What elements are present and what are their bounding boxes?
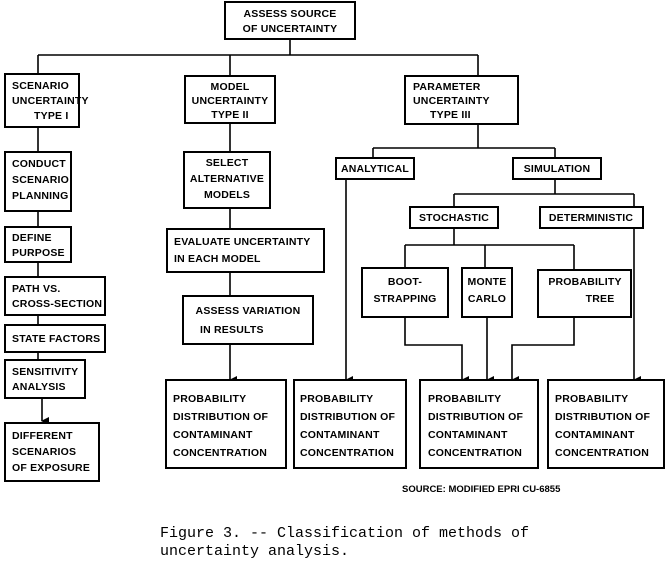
result-line-3: OF EXPOSURE [12, 462, 90, 474]
simulation-node: SIMULATION [512, 157, 602, 180]
analytical-node: ANALYTICAL [335, 157, 415, 180]
model-line-1: MODEL [211, 81, 250, 93]
scenario-step-sensitivity: SENSITIVITY ANALYSIS [4, 359, 86, 399]
step-line: PURPOSE [12, 247, 65, 259]
model-line-3: TYPE II [211, 109, 249, 121]
connector-lines [37, 39, 641, 425]
scenario-result-node: DIFFERENT SCENARIOS OF EXPOSURE [4, 422, 100, 482]
scenario-step-define: DEFINE PURPOSE [4, 226, 72, 263]
step-line: DEFINE [12, 232, 52, 244]
outcome-line: PROBABILITY [300, 393, 373, 405]
outcome-box-stochastic: PROBABILITY DISTRIBUTION OF CONTAMINANT … [419, 379, 539, 469]
outcome-line: CONCENTRATION [428, 447, 522, 459]
monte-carlo-node: MONTE CARLO [461, 267, 513, 318]
model-uncertainty-node: MODEL UNCERTAINTY TYPE II [184, 75, 276, 124]
model-step-assess-variation: ASSESS VARIATION IN RESULTS [182, 295, 314, 345]
root-line-1: ASSESS SOURCE [243, 8, 336, 20]
model-line-2: UNCERTAINTY [192, 95, 269, 107]
outcome-line: CONCENTRATION [173, 447, 267, 459]
result-line-1: DIFFERENT [12, 430, 73, 442]
outcome-line: DISTRIBUTION OF [173, 411, 269, 423]
bootstrapping-node: BOOT- STRAPPING [361, 267, 449, 318]
step-line: SENSITIVITY [12, 366, 78, 378]
root-node: ASSESS SOURCE OF UNCERTAINTY [224, 1, 356, 40]
scenario-line-1: SCENARIO [12, 80, 69, 92]
outcome-line: CONTAMINANT [300, 429, 380, 441]
outcome-line: CONTAMINANT [555, 429, 635, 441]
step-line: EVALUATE UNCERTAINTY [174, 236, 310, 248]
step-line: IN RESULTS [200, 324, 264, 336]
parameter-line-1: PARAMETER [413, 81, 481, 93]
step-line: CROSS-SECTION [12, 298, 102, 310]
outcome-box-deterministic: PROBABILITY DISTRIBUTION OF CONTAMINANT … [547, 379, 665, 469]
step-line: SCENARIO [12, 174, 69, 186]
stochastic-label: STOCHASTIC [419, 212, 489, 224]
outcome-line: CONCENTRATION [300, 447, 394, 459]
outcome-line: PROBABILITY [173, 393, 246, 405]
outcome-line: CONTAMINANT [173, 429, 253, 441]
parameter-line-2: UNCERTAINTY [413, 95, 490, 107]
scenario-step-path: PATH VS. CROSS-SECTION [4, 276, 106, 316]
figure-caption-line-2: uncertainty analysis. [160, 543, 349, 560]
parameter-line-3: TYPE III [430, 109, 471, 121]
model-step-select: SELECT ALTERNATIVE MODELS [183, 151, 271, 209]
simulation-label: SIMULATION [524, 163, 591, 175]
step-line: PATH VS. [12, 283, 60, 295]
parameter-uncertainty-node: PARAMETER UNCERTAINTY TYPE III [404, 75, 519, 125]
probability-tree-line-2: TREE [586, 293, 615, 305]
step-line: MODELS [204, 189, 250, 201]
figure-caption-line-1: Figure 3. -- Classification of methods o… [160, 525, 529, 542]
outcome-box-analytical: PROBABILITY DISTRIBUTION OF CONTAMINANT … [293, 379, 407, 469]
root-line-2: OF UNCERTAINTY [243, 23, 338, 35]
outcome-line: PROBABILITY [428, 393, 501, 405]
deterministic-node: DETERMINISTIC [539, 206, 644, 229]
step-line: IN EACH MODEL [174, 253, 261, 265]
outcome-line: CONTAMINANT [428, 429, 508, 441]
outcome-line: CONCENTRATION [555, 447, 649, 459]
scenario-uncertainty-node: SCENARIO UNCERTAINTY TYPE I [4, 73, 89, 128]
outcome-box-model: PROBABILITY DISTRIBUTION OF CONTAMINANT … [165, 379, 287, 469]
bootstrapping-line-1: BOOT- [388, 276, 423, 288]
step-line: CONDUCT [12, 158, 66, 170]
step-line: ASSESS VARIATION [196, 305, 301, 317]
step-line: PLANNING [12, 190, 68, 202]
monte-carlo-line-1: MONTE [468, 276, 507, 288]
outcome-line: DISTRIBUTION OF [428, 411, 524, 423]
scenario-line-3: TYPE I [34, 110, 68, 122]
scenario-line-2: UNCERTAINTY [12, 95, 89, 107]
analytical-label: ANALYTICAL [341, 163, 409, 175]
deterministic-label: DETERMINISTIC [549, 212, 633, 224]
model-step-evaluate: EVALUATE UNCERTAINTY IN EACH MODEL [166, 228, 325, 273]
step-line: ANALYSIS [12, 381, 66, 393]
scenario-step-conduct: CONDUCT SCENARIO PLANNING [4, 151, 72, 212]
step-line: ALTERNATIVE [190, 173, 264, 185]
scenario-step-state-factors: STATE FACTORS [4, 324, 106, 353]
bootstrapping-line-2: STRAPPING [373, 293, 436, 305]
monte-carlo-line-2: CARLO [468, 293, 506, 305]
outcome-line: DISTRIBUTION OF [300, 411, 396, 423]
probability-tree-line-1: PROBABILITY [548, 276, 621, 288]
source-note: SOURCE: MODIFIED EPRI CU-6855 [402, 484, 561, 495]
result-line-2: SCENARIOS [12, 446, 76, 458]
step-line: SELECT [206, 157, 249, 169]
stochastic-node: STOCHASTIC [409, 206, 499, 229]
outcome-line: DISTRIBUTION OF [555, 411, 651, 423]
outcome-line: PROBABILITY [555, 393, 628, 405]
probability-tree-node: PROBABILITY TREE [537, 269, 632, 318]
step-line: STATE FACTORS [12, 333, 100, 345]
